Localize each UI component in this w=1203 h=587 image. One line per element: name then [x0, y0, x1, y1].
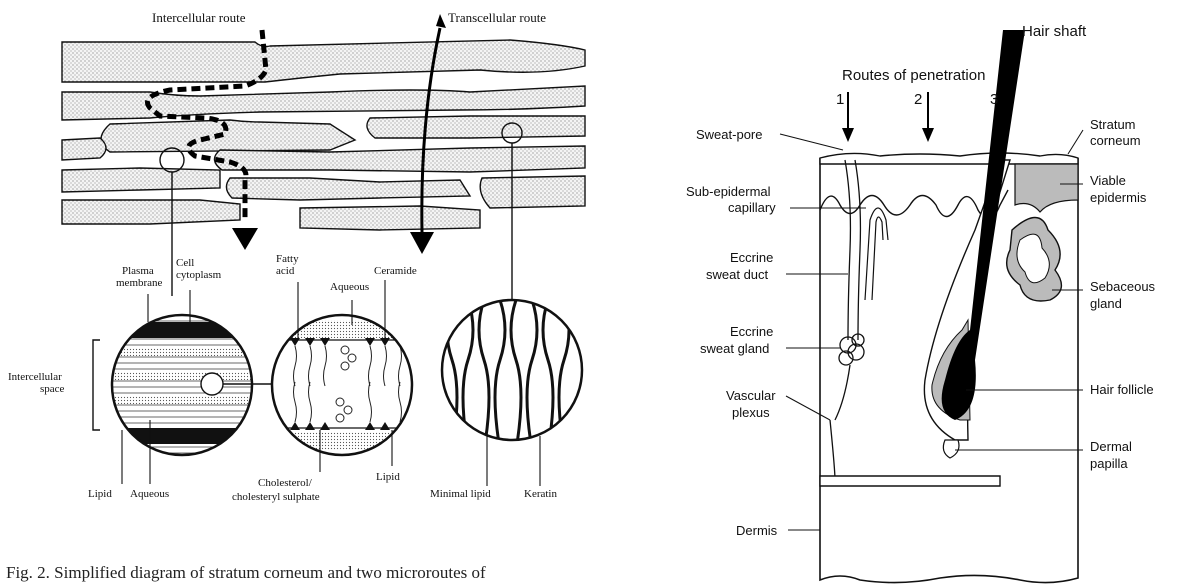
route-2-label: 2 — [914, 91, 922, 108]
right-figure: 1 2 3 Routes of penetration Hair shaft S… — [686, 23, 1156, 583]
route-1-label: 1 — [836, 91, 844, 108]
routes-title: Routes of penetration — [842, 67, 985, 84]
stratum-corneum-layer — [820, 153, 1078, 164]
vascular-plexus — [820, 476, 1000, 486]
magnified-circle-keratin — [430, 290, 600, 450]
label-dermal-2: papilla — [1090, 456, 1128, 471]
label-lipid-left: Lipid — [88, 488, 112, 500]
label-subepidermal-2: capillary — [728, 200, 776, 215]
label-cholesterol-2: cholesteryl sulphate — [232, 491, 320, 503]
label-eccrine-gland-1: Eccrine — [730, 324, 773, 339]
label-stratum-2: corneum — [1090, 133, 1141, 148]
intercellular-route-label: Intercellular route — [152, 10, 246, 25]
label-keratin: Keratin — [524, 488, 557, 500]
hair-shaft — [942, 30, 1025, 420]
label-stratum-1: Stratum — [1090, 117, 1136, 132]
label-fatty-2: acid — [276, 265, 295, 277]
label-vascular-2: plexus — [732, 405, 770, 420]
left-figure: Intercellular route Transcellular route — [6, 10, 600, 582]
label-subepidermal-1: Sub-epidermal — [686, 184, 771, 199]
label-hair-follicle: Hair follicle — [1090, 382, 1154, 397]
intercellular-arrow-head — [232, 228, 258, 250]
label-intercellular-2: space — [40, 383, 65, 395]
label-ceramide: Ceramide — [374, 265, 417, 277]
label-fatty-1: Fatty — [276, 253, 299, 265]
capillary-loop — [865, 208, 888, 300]
magnified-circle-lipid-layers — [100, 310, 275, 470]
transcellular-arrow-head — [410, 232, 434, 254]
label-plasma-1: Plasma — [122, 265, 154, 277]
label-dermal-1: Dermal — [1090, 439, 1132, 454]
transcellular-route-label: Transcellular route — [448, 10, 546, 25]
figure-caption: Fig. 2. Simplified diagram of stratum co… — [6, 563, 486, 582]
label-viable-2: epidermis — [1090, 190, 1147, 205]
label-aqueous-bottom: Aqueous — [130, 488, 169, 500]
label-sebaceous-1: Sebaceous — [1090, 279, 1156, 294]
label-eccrine-duct-2: sweat duct — [706, 267, 769, 282]
dermal-papilla — [943, 440, 959, 458]
label-minimal-lipid: Minimal lipid — [430, 488, 491, 500]
label-cholesterol-1: Cholesterol/ — [258, 477, 313, 489]
magnified-circle-bilayer — [260, 310, 430, 470]
label-eccrine-gland-2: sweat gland — [700, 341, 769, 356]
label-aqueous-top: Aqueous — [330, 281, 369, 293]
hair-shaft-label: Hair shaft — [1022, 23, 1087, 40]
label-sebaceous-2: gland — [1090, 296, 1122, 311]
label-plasma-2: membrane — [116, 277, 163, 289]
route-3-label: 3 — [990, 91, 998, 108]
label-dermis: Dermis — [736, 523, 778, 538]
label-eccrine-duct-1: Eccrine — [730, 250, 773, 265]
label-sweat-pore: Sweat-pore — [696, 127, 762, 142]
label-intercellular-1: Intercellular — [8, 371, 62, 383]
label-viable-1: Viable — [1090, 173, 1126, 188]
penetration-arrows — [848, 92, 1003, 132]
label-lipid-right: Lipid — [376, 471, 400, 483]
label-vascular-1: Vascular — [726, 388, 776, 403]
label-cytoplasm-1: Cell — [176, 257, 194, 269]
label-cytoplasm-2: cytoplasm — [176, 269, 222, 281]
